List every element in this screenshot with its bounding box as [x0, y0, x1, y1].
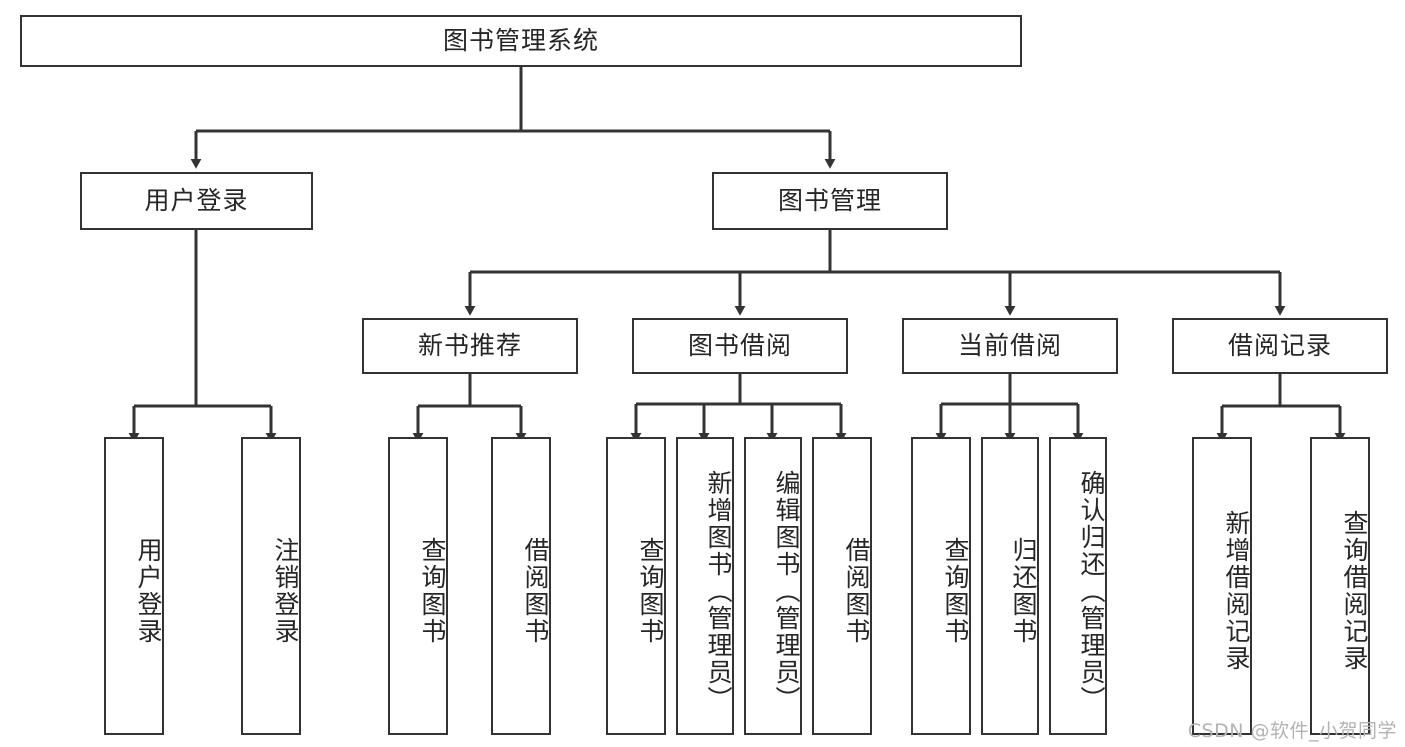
- node-leaf-cb-return-book[interactable]: 归还图书: [981, 437, 1039, 735]
- node-leaf-bb-borrow-book-label: 借阅图书: [842, 537, 871, 645]
- node-leaf-user-login[interactable]: 用户登录: [104, 437, 164, 735]
- node-book-borrow[interactable]: 图书借阅: [632, 318, 848, 374]
- node-leaf-br-add-record-label: 新增借阅记录: [1222, 510, 1251, 672]
- node-new-book-recommend[interactable]: 新书推荐: [362, 318, 578, 374]
- node-leaf-br-query-record-label: 查询借阅记录: [1340, 510, 1369, 672]
- node-root[interactable]: 图书管理系统: [20, 15, 1022, 67]
- node-user-login[interactable]: 用户登录: [80, 172, 313, 230]
- node-leaf-nb-query-book[interactable]: 查询图书: [388, 437, 448, 735]
- node-leaf-bb-add-book[interactable]: 新增图书（管理员）: [676, 437, 734, 735]
- node-leaf-nb-borrow-book-label: 借阅图书: [521, 537, 550, 645]
- node-leaf-nb-query-book-label: 查询图书: [418, 537, 447, 645]
- node-leaf-cb-confirm-return-label: 确认归还（管理员）: [1077, 469, 1106, 713]
- node-root-label: 图书管理系统: [442, 26, 599, 56]
- node-leaf-bb-edit-book-label: 编辑图书（管理员）: [772, 469, 801, 713]
- node-leaf-bb-query-book[interactable]: 查询图书: [606, 437, 666, 735]
- node-new-book-recommend-label: 新书推荐: [417, 331, 522, 361]
- node-leaf-br-add-record[interactable]: 新增借阅记录: [1192, 437, 1252, 735]
- node-borrow-record[interactable]: 借阅记录: [1172, 318, 1388, 374]
- node-leaf-logout-label: 注销登录: [271, 537, 300, 645]
- node-leaf-cb-return-book-label: 归还图书: [1009, 537, 1038, 645]
- node-current-borrow[interactable]: 当前借阅: [902, 318, 1118, 374]
- node-borrow-record-label: 借阅记录: [1227, 331, 1332, 361]
- node-book-borrow-label: 图书借阅: [687, 331, 792, 361]
- node-leaf-logout[interactable]: 注销登录: [241, 437, 301, 735]
- node-current-borrow-label: 当前借阅: [957, 331, 1062, 361]
- node-leaf-cb-confirm-return[interactable]: 确认归还（管理员）: [1049, 437, 1107, 735]
- node-book-management-label: 图书管理: [777, 186, 882, 216]
- node-leaf-user-login-label: 用户登录: [134, 537, 163, 645]
- node-leaf-bb-borrow-book[interactable]: 借阅图书: [812, 437, 872, 735]
- node-leaf-bb-add-book-label: 新增图书（管理员）: [704, 469, 733, 713]
- node-leaf-cb-query-book-label: 查询图书: [941, 537, 970, 645]
- node-book-management[interactable]: 图书管理: [712, 172, 948, 230]
- node-leaf-bb-edit-book[interactable]: 编辑图书（管理员）: [744, 437, 802, 735]
- node-user-login-label: 用户登录: [144, 186, 249, 216]
- node-leaf-br-query-record[interactable]: 查询借阅记录: [1310, 437, 1370, 735]
- node-leaf-cb-query-book[interactable]: 查询图书: [911, 437, 971, 735]
- node-leaf-bb-query-book-label: 查询图书: [636, 537, 665, 645]
- node-leaf-nb-borrow-book[interactable]: 借阅图书: [491, 437, 551, 735]
